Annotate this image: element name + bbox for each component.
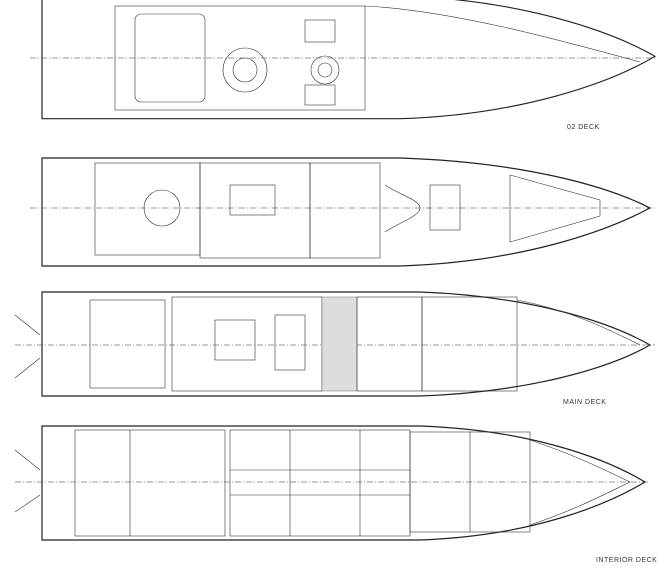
- deck-label-main: MAIN DECK: [563, 399, 607, 406]
- deck-main-plan: [14, 291, 655, 397]
- deck-label-interior: INTERIOR DECK: [596, 557, 658, 564]
- deck-interior-plan: [14, 425, 650, 541]
- deck-02-plan: [30, 0, 657, 120]
- deck-label-02: 02 DECK: [567, 124, 600, 131]
- deck-upper-plan: [30, 157, 655, 267]
